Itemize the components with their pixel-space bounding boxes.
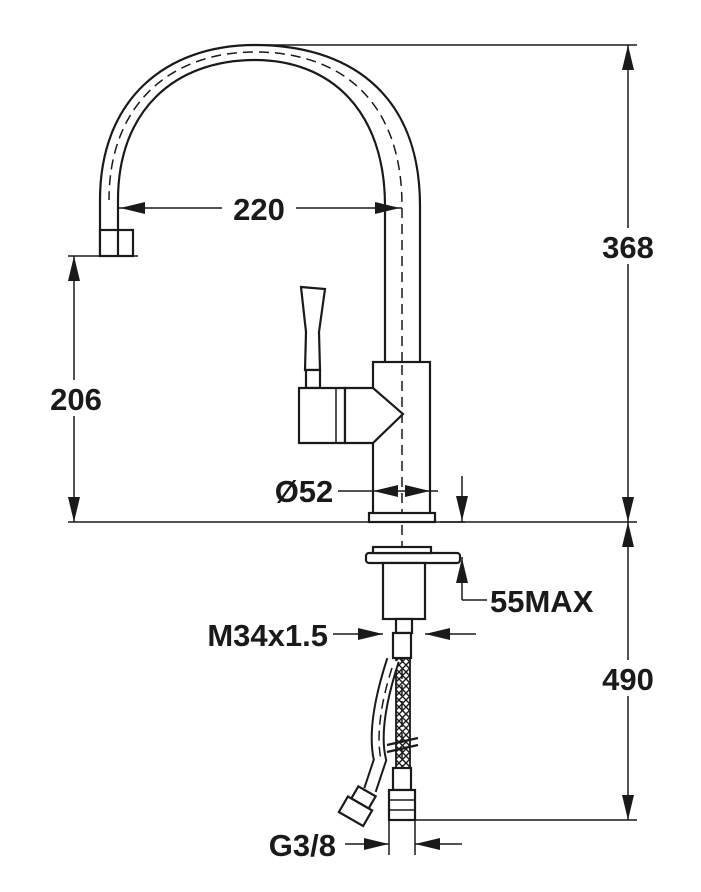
label-490: 490 (602, 662, 654, 697)
label-55max: 55MAX (490, 584, 594, 619)
label-g38: G3/8 (269, 828, 336, 863)
dim-55max (440, 476, 487, 601)
dim-diameter (338, 478, 438, 500)
label-220: 220 (233, 192, 285, 227)
base-mount (364, 511, 462, 635)
dim-206 (44, 255, 138, 522)
spout (98, 43, 422, 362)
aerator (98, 228, 135, 258)
label-thread: M34x1.5 (207, 618, 328, 653)
label-diameter: Ø52 (275, 474, 334, 509)
dim-220 (117, 190, 402, 226)
lever-handle (299, 285, 327, 372)
label-368: 368 (602, 230, 654, 265)
dim-g38 (345, 820, 462, 855)
label-206: 206 (50, 382, 102, 417)
dim-thread (333, 628, 476, 640)
dim-368 (255, 44, 660, 522)
dim-490 (415, 522, 660, 821)
supply-hoses (337, 631, 419, 828)
